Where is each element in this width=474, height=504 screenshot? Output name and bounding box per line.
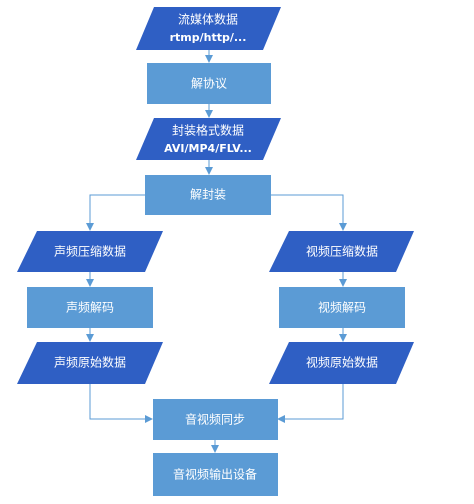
node-deprotocol: 解协议 [147,63,271,104]
node-av-sync: 音视频同步 [153,399,278,440]
deprotocol-label: 解协议 [191,76,227,91]
arrow-video-raw-to-sync [277,384,344,423]
av-sync-shape [153,399,278,440]
audio-raw-shape [17,342,163,384]
av-output-label: 音视频输出设备 [173,467,257,482]
node-av-output: 音视频输出设备 [153,453,278,496]
audio-decode-label: 声频解码 [66,301,114,315]
video-raw-label: 视频原始数据 [306,355,378,370]
stream-data-title: 流媒体数据 [178,12,238,27]
node-audio-raw: 声频原始数据 [17,342,163,384]
audio-decode-shape [27,287,153,328]
av-sync-label: 音视频同步 [185,412,245,427]
video-compressed-shape [269,231,414,272]
audio-compressed-shape [17,231,163,272]
node-video-decode: 视频解码 [279,287,405,328]
arrow-audio-raw-to-sync [89,384,153,423]
container-data-formats: AVI/MP4/FLV... [164,142,252,155]
audio-raw-label: 声频原始数据 [54,355,126,370]
stream-data-shape [136,7,281,50]
video-decode-label: 视频解码 [318,300,366,315]
node-video-raw: 视频原始数据 [269,342,414,384]
demux-shape [145,175,271,215]
audio-compressed-label: 声频压缩数据 [54,244,126,259]
demux-label: 解封装 [190,188,226,202]
deprotocol-shape [147,63,271,104]
connectors [86,50,347,453]
node-demux: 解封装 [145,175,271,215]
container-data-shape [136,118,281,160]
node-audio-compressed: 声频压缩数据 [17,231,163,272]
arrow-demux-to-video-compressed [271,194,347,231]
node-stream-data: 流媒体数据 rtmp/http/... [136,7,281,50]
av-output-shape [153,453,278,496]
node-container-data: 封装格式数据 AVI/MP4/FLV... [136,118,281,160]
node-audio-decode: 声频解码 [27,287,153,328]
video-decode-shape [279,287,405,328]
node-video-compressed: 视频压缩数据 [269,231,414,272]
stream-data-protocols: rtmp/http/... [170,31,247,44]
video-compressed-label: 视频压缩数据 [306,244,378,259]
video-raw-shape [269,342,414,384]
container-data-title: 封装格式数据 [172,123,244,138]
arrow-demux-to-audio-compressed [86,194,145,231]
